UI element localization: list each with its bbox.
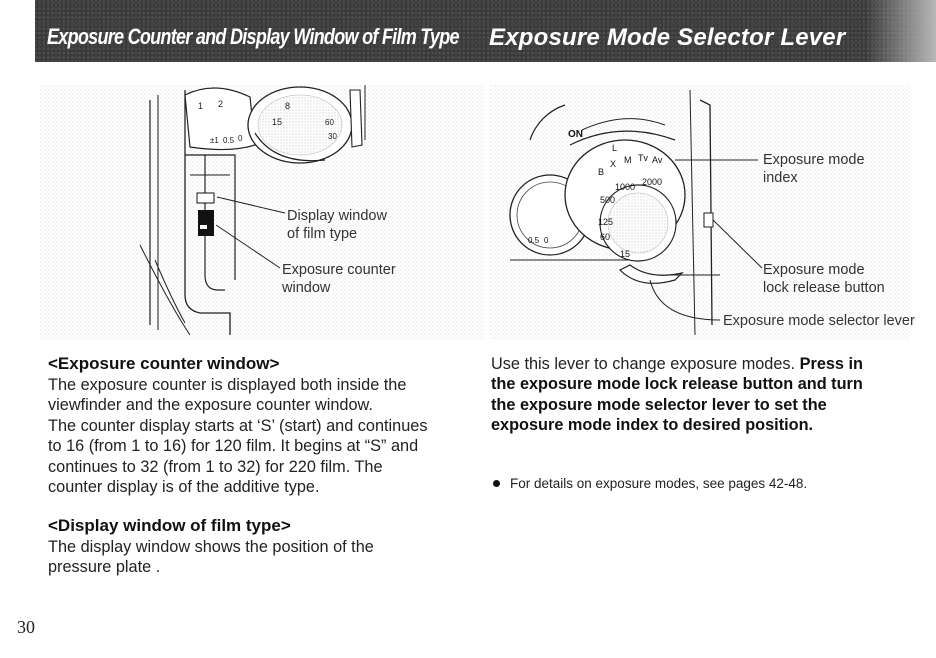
dial-mark: 8 (285, 101, 290, 111)
bold-text: Press in (799, 355, 863, 373)
dial-mark: ±1 (210, 136, 219, 145)
mode-selector-illustration: ON L B X M Tv Av 1000 2000 500 125 60 15… (490, 85, 915, 340)
selector-lever-label: Exposure mode selector lever (723, 313, 915, 329)
instruction-paragraph: Use this lever to change exposure modes.… (491, 354, 911, 436)
dial-mark: ON (568, 129, 583, 140)
header-banner (35, 0, 936, 62)
section-heading-display: <Display window of film type> (48, 516, 291, 535)
dial-mark: 125 (598, 217, 613, 227)
label-line: window (282, 280, 331, 296)
dial-mark: 60 (600, 232, 610, 242)
text-line: to 16 (from 1 to 16) for 120 film. It be… (48, 437, 419, 456)
mode-index-label: Exposure mode index (763, 151, 865, 187)
bold-text-line: exposure mode index to desired position. (491, 416, 814, 435)
label-line: index (763, 170, 798, 186)
label-line: of film type (287, 226, 358, 242)
text-line: pressure plate . (48, 558, 161, 577)
lock-button-label: Exposure mode lock release button (763, 261, 885, 297)
camera-counter-illustration: 1 2 8 15 ±1 0.5 0 60 30 Display window o… (40, 85, 485, 340)
bullet-text: For details on exposure modes, see pages… (510, 476, 808, 491)
dial-mark: 0.5 (528, 236, 540, 245)
dial-mark: 1 (198, 101, 203, 111)
left-section-title: Exposure Counter and Display Window of F… (47, 24, 460, 49)
text-line: counter display is of the additive type. (48, 478, 320, 497)
text-line: continues to 32 (from 1 to 32) for 220 f… (48, 457, 383, 476)
dial-mark: 0 (238, 134, 243, 143)
dial-mark: 1000 (615, 182, 635, 192)
text-line: The counter display starts at ‘S’ (start… (48, 416, 428, 435)
counter-paragraph: The exposure counter is displayed both i… (48, 375, 468, 497)
dial-mark: 2000 (642, 177, 662, 187)
dial-mark: 60 (325, 118, 334, 127)
display-paragraph: The display window shows the position of… (48, 537, 468, 578)
label-line: Exposure mode (763, 152, 865, 168)
camera-side-drawing: 1 2 8 15 ±1 0.5 0 60 30 (40, 85, 485, 340)
dial-mark: Tv (638, 153, 648, 163)
dial-mark: B (598, 167, 604, 177)
bullet-note: For details on exposure modes, see pages… (493, 476, 807, 491)
text-line: viewfinder and the exposure counter wind… (48, 396, 373, 415)
camera-top-drawing: ON L B X M Tv Av 1000 2000 500 125 60 15… (490, 85, 910, 340)
label-line: lock release button (763, 280, 885, 296)
bullet-icon (493, 479, 500, 487)
bold-text-line: the exposure mode selector lever to set … (491, 395, 827, 414)
dial-mark: 0.5 (223, 136, 235, 145)
page-number: 30 (17, 617, 35, 637)
text-line: The display window shows the position of… (48, 538, 374, 556)
display-window-label: Display window of film type (287, 207, 387, 243)
dial-mark: X (610, 159, 616, 169)
text-line: Use this lever to change exposure modes.… (491, 354, 911, 374)
dial-mark: L (612, 143, 617, 153)
dial-mark: 15 (620, 249, 630, 259)
dial-mark: M (624, 155, 632, 165)
banner-gradient (866, 0, 936, 62)
label-line: Exposure mode (763, 262, 865, 278)
dial-mark: 500 (600, 195, 615, 205)
label-line: Display window (287, 208, 387, 224)
right-section-title: Exposure Mode Selector Lever (489, 24, 846, 51)
dial-mark: Av (652, 155, 663, 165)
dial-mark: 15 (272, 117, 282, 127)
section-heading-counter: <Exposure counter window> (48, 354, 280, 373)
dial-mark: 2 (218, 99, 223, 109)
bold-text-line: the exposure mode lock release button an… (491, 375, 863, 394)
dial-mark: 0 (544, 236, 549, 245)
counter-window-label: Exposure counter window (282, 261, 396, 297)
dial-mark: 30 (328, 132, 337, 141)
label-line: Exposure counter (282, 262, 396, 278)
text-line: The exposure counter is displayed both i… (48, 376, 407, 394)
intro-text: Use this lever to change exposure modes. (491, 355, 796, 373)
